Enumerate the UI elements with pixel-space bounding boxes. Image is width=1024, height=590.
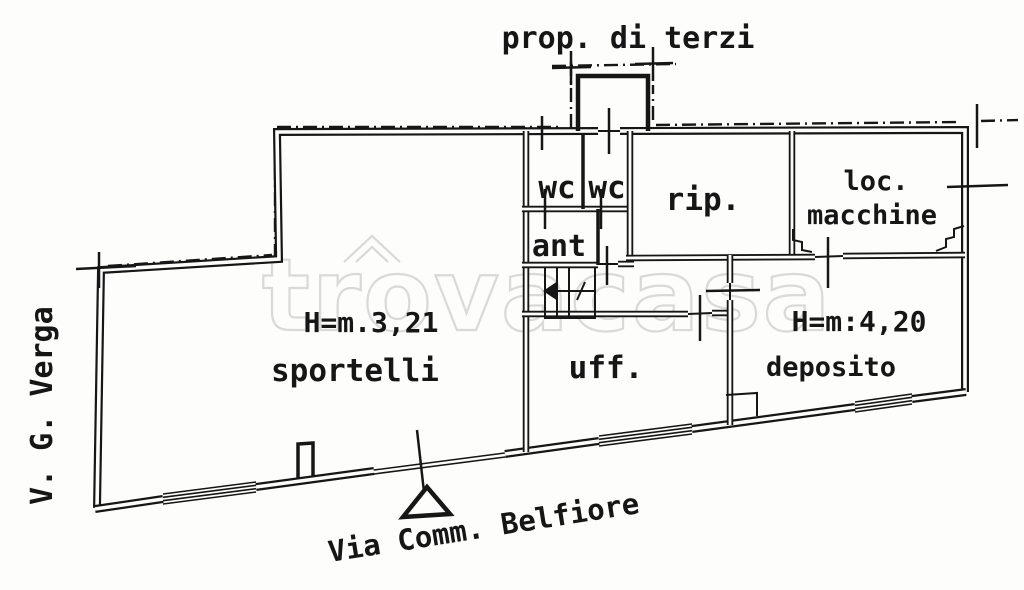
label-height-sportelli: H=m.3,21: [304, 306, 439, 339]
label-loc-line1: loc.: [843, 166, 908, 197]
arrow-head: [543, 281, 558, 301]
label-deposito: deposito: [766, 352, 896, 383]
interior-walls: [296, 131, 966, 478]
label-prop-di-terzi: prop. di terzi: [502, 21, 755, 56]
label-ant: ant: [532, 229, 586, 264]
stairs-arrow-icon: [543, 268, 596, 319]
label-uff: uff.: [569, 350, 644, 386]
label-street-verga: V. G. Verga: [25, 306, 60, 505]
door-ticks: [75, 47, 1009, 493]
label-street-belfiore: Via Comm. Belfiore: [326, 486, 642, 569]
label-rip: rip.: [666, 182, 741, 218]
label-sportelli: sportelli: [271, 353, 439, 389]
label-loc-line2: macchine: [807, 200, 937, 231]
label-height-deposito: H=m:4,20: [792, 305, 927, 338]
window-symbols: [162, 393, 913, 505]
prop-terzi-room-outline: [575, 73, 651, 131]
watermark-house-roof-icon: [343, 234, 401, 263]
outer-walls: [93, 125, 969, 513]
entrance-triangle-icon: [398, 483, 455, 520]
label-wc-left: wc: [538, 170, 575, 206]
label-wc-right: wc: [588, 170, 625, 206]
